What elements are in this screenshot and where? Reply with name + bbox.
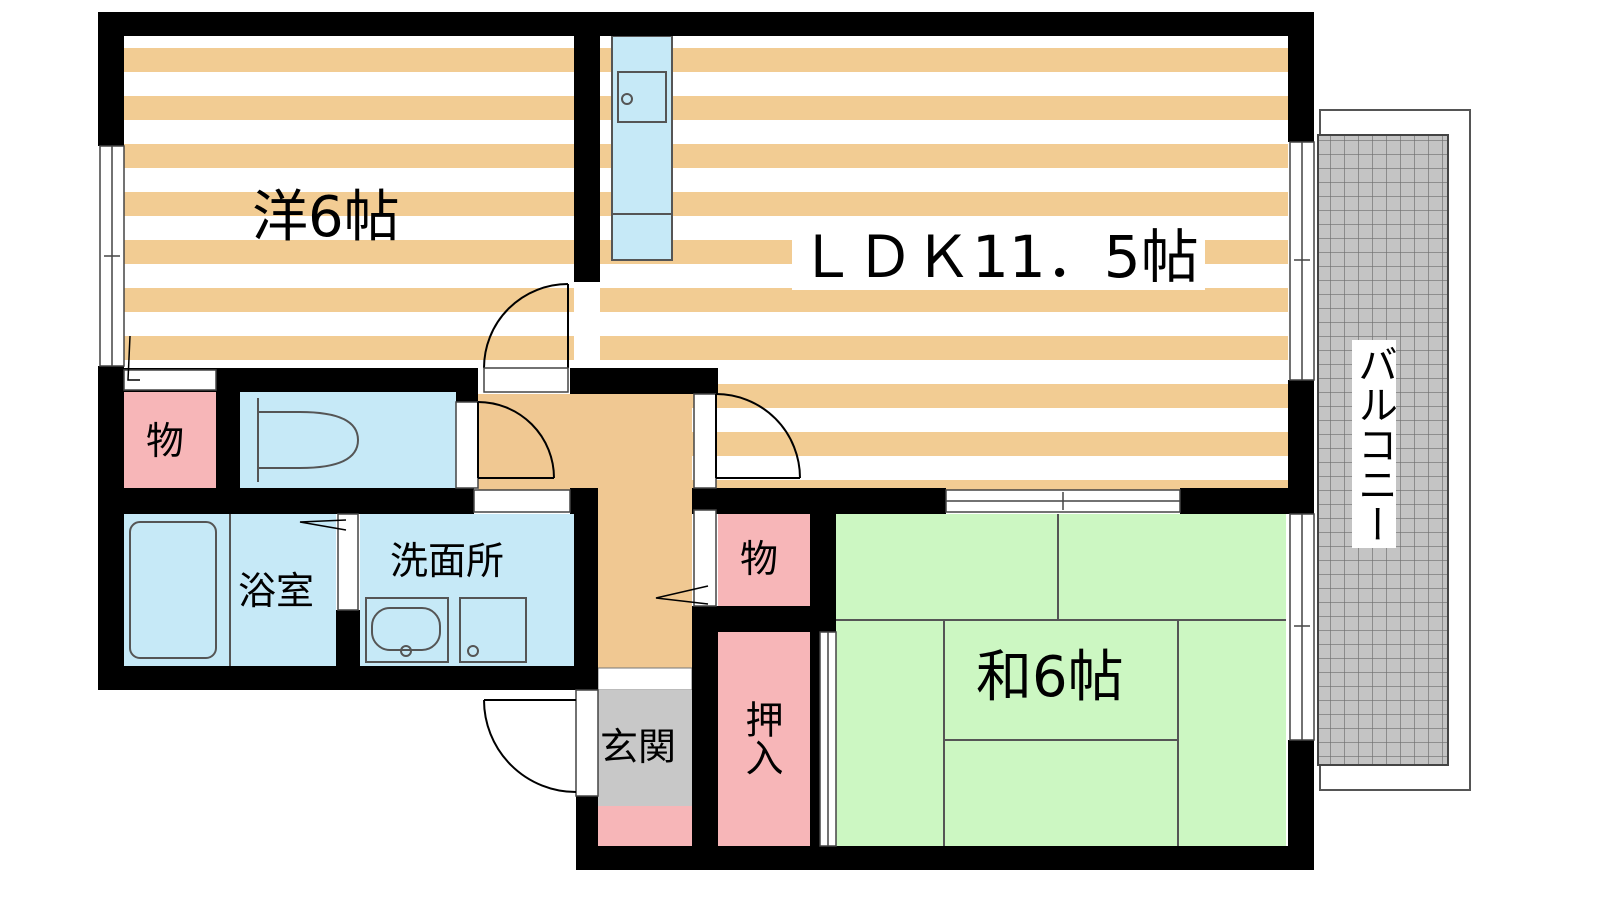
bath-label: 浴室 [238, 569, 315, 613]
door-storage-1 [123, 335, 217, 391]
storage-2-label: 物 [740, 537, 779, 581]
door-bath [299, 513, 359, 611]
bathroom [124, 514, 336, 666]
western-room-floor [124, 36, 574, 370]
japanese-room-tatami [836, 514, 1286, 846]
kitchen-counter [611, 35, 673, 261]
ldk-label: ＬＤＫ11．5帖 [792, 224, 1205, 290]
washroom [360, 514, 574, 666]
closet-label: 押入 [739, 700, 783, 776]
western-room-label: 洋6帖 [252, 185, 400, 250]
door-entrance [483, 689, 599, 797]
washroom-label: 洗面所 [390, 539, 505, 583]
door-toilet [455, 401, 555, 489]
balcony-label: バルコニー [1351, 340, 1397, 548]
door-ldk [693, 393, 801, 489]
windows [99, 141, 1315, 847]
door-storage-2 [655, 509, 717, 607]
storage-1-area [124, 392, 216, 488]
storage-2-area [718, 512, 810, 606]
storage-1-label: 物 [146, 419, 185, 463]
japanese-room-label: 和6帖 [976, 645, 1124, 710]
toilet-room [240, 392, 456, 488]
entrance-label: 玄関 [600, 725, 677, 769]
balcony [1317, 109, 1471, 791]
doors [123, 283, 801, 797]
closet-area [718, 632, 810, 846]
toilet-bowl [258, 411, 360, 469]
door-western-room [483, 283, 569, 393]
walls [98, 12, 1314, 870]
